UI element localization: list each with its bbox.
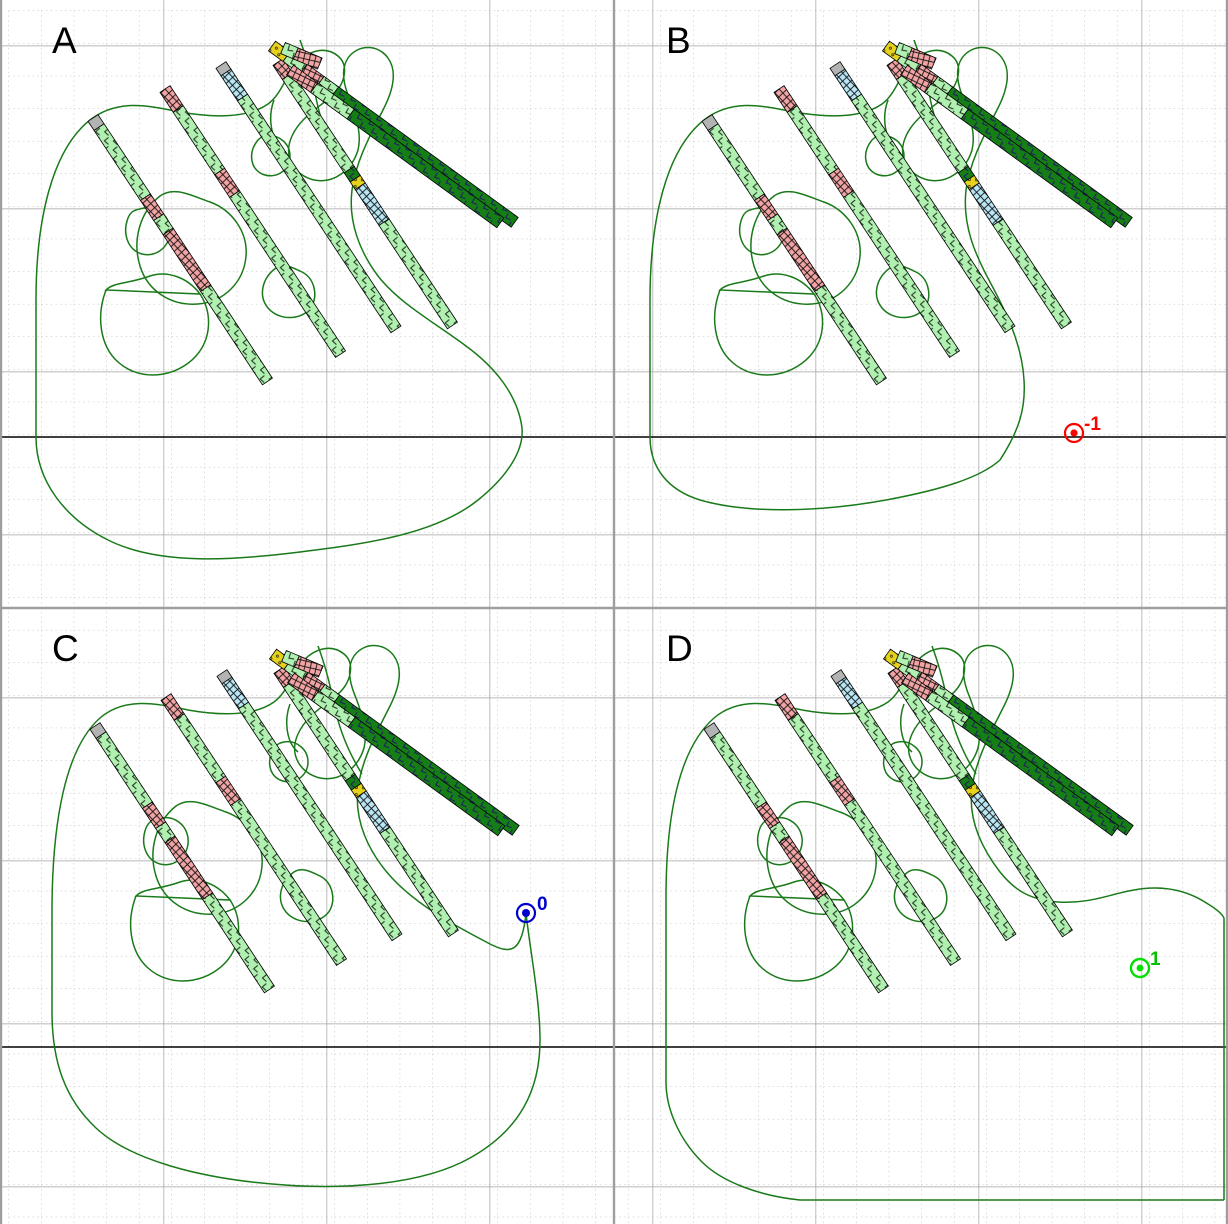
axis-lines <box>0 436 1228 1048</box>
wellbore-track <box>215 61 402 334</box>
contour-line <box>766 800 877 915</box>
wellbore-track <box>280 41 323 70</box>
contour-line <box>649 300 1001 511</box>
contour-line <box>748 879 846 901</box>
contour-line <box>962 644 1225 919</box>
wellbore-track <box>895 649 938 678</box>
contour-line <box>348 644 527 951</box>
contour-line <box>665 898 1224 1201</box>
level-marker-minus-one-label: -1 <box>1084 414 1101 435</box>
wellbore-track <box>273 666 459 938</box>
contour-line <box>51 912 541 1188</box>
wellbore-track <box>286 672 506 837</box>
contour-line <box>882 741 923 783</box>
panel-label-a: A <box>52 20 77 61</box>
wellbore-track <box>285 64 505 229</box>
level-marker-zero <box>515 902 537 924</box>
contour-line <box>134 879 232 901</box>
contour-line <box>285 703 299 753</box>
contour-line <box>713 289 824 376</box>
contour-line <box>893 869 948 923</box>
wellbore-track <box>281 649 324 678</box>
contour-line <box>665 647 981 899</box>
wellbore-track <box>703 722 889 994</box>
contour-line <box>99 289 210 376</box>
contour-line <box>899 703 913 753</box>
wellbore-track <box>774 693 962 967</box>
contour-line <box>104 273 202 295</box>
contour-line <box>152 800 263 915</box>
contour-line <box>268 741 309 783</box>
wellbore-track <box>829 61 1016 334</box>
level-marker-one <box>1129 957 1151 979</box>
wellbore-track <box>159 85 347 359</box>
panel-d-content <box>665 644 1225 1201</box>
wellbore-track <box>773 85 961 359</box>
wellbore-track <box>216 669 403 942</box>
level-marker-minus-one <box>1063 422 1085 444</box>
wellbore-track <box>268 648 520 836</box>
panel-b-content <box>649 39 1133 511</box>
contour-line <box>35 300 523 560</box>
panel-label-c: C <box>52 628 79 669</box>
wellbore-track <box>160 693 348 967</box>
panel-label-d: D <box>666 628 693 669</box>
contour-line <box>718 273 816 295</box>
contour-line <box>279 869 334 923</box>
wellbore-track <box>830 669 1017 942</box>
wellbore-track <box>87 114 273 386</box>
contour-line <box>51 647 367 913</box>
wellbore-track <box>887 666 1073 938</box>
level-marker-one-label: 1 <box>1150 949 1161 970</box>
wellbore-track <box>882 648 1134 836</box>
wellbore-track <box>894 41 937 70</box>
wellbore-track <box>899 64 1119 229</box>
panel-c-content <box>51 644 541 1188</box>
panel-label-b: B <box>666 20 691 61</box>
panel-a-content <box>35 39 523 560</box>
wellbore-track <box>272 58 458 330</box>
level-marker-zero-label: 0 <box>537 894 548 915</box>
wellbore-track <box>89 722 275 994</box>
wellbore-track <box>701 114 887 386</box>
wellbore-track <box>900 672 1120 837</box>
